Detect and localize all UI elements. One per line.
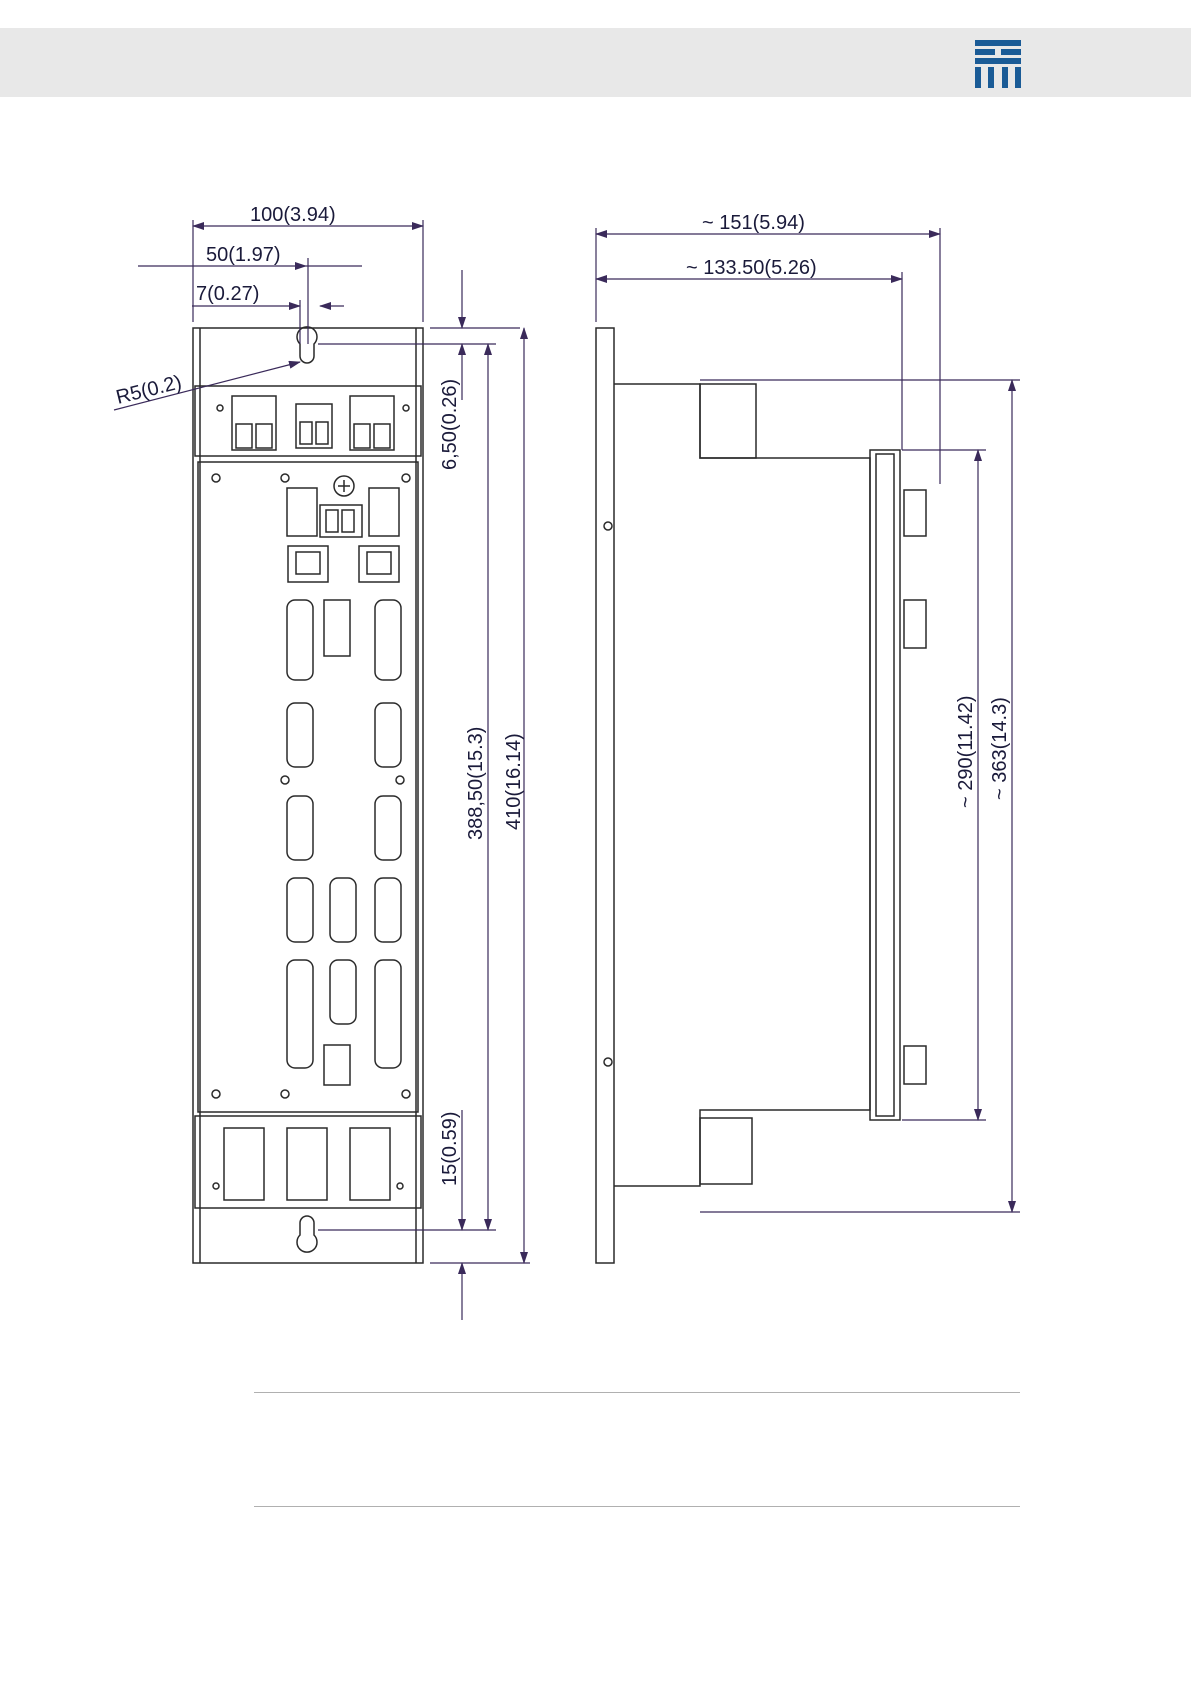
dim-hole-spacing: 388,50(15.3) [465, 727, 487, 840]
dim-body-height: ~ 363(14.3) [989, 697, 1011, 800]
side-view [596, 328, 926, 1263]
dim-depth-body: ~ 133.50(5.26) [686, 257, 817, 279]
dim-height: 410(16.14) [503, 733, 525, 830]
dim-top-offset: 6,50(0.26) [439, 379, 461, 470]
separator-top [254, 1392, 1020, 1393]
dim-front-height: ~ 290(11.42) [955, 696, 977, 809]
keyhole-bottom [297, 1216, 317, 1252]
dim-radius: R5(0.2) [114, 371, 184, 408]
dim-half-width: 50(1.97) [206, 244, 281, 266]
dim-bottom-offset: 15(0.59) [439, 1112, 461, 1187]
dim-offset: 7(0.27) [196, 283, 259, 305]
separator-bottom [254, 1506, 1020, 1507]
front-view [193, 327, 423, 1263]
dim-depth-total: ~ 151(5.94) [702, 212, 805, 234]
dimension-lines [114, 220, 1020, 1320]
dim-width: 100(3.94) [250, 204, 336, 226]
